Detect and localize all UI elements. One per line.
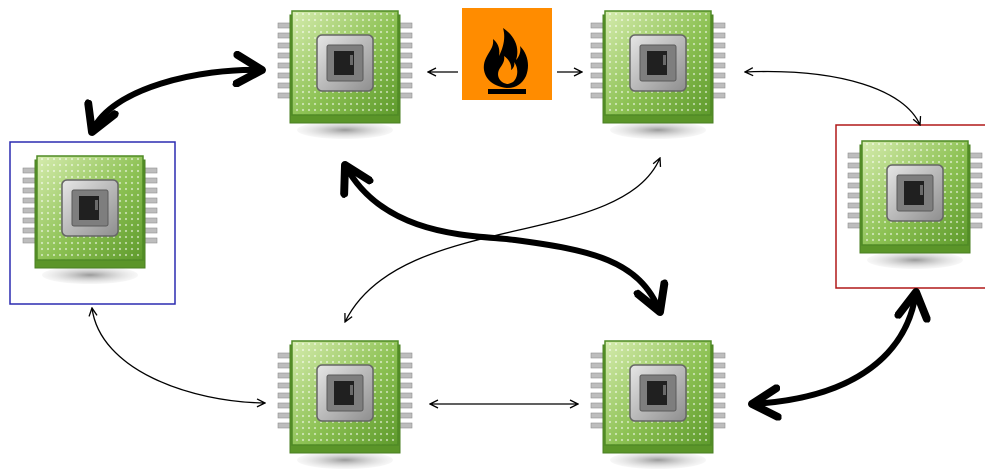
cpu-node-right[interactable] — [847, 140, 983, 270]
link-left-topleft — [92, 70, 262, 132]
link-right-bottomright — [752, 292, 916, 404]
link-left-bottomleft — [92, 308, 265, 403]
cpu-node-bottom-right[interactable] — [590, 340, 726, 470]
flame-icon — [462, 8, 552, 100]
link-topright-right — [745, 72, 920, 125]
cpu-node-bottom-left[interactable] — [277, 340, 413, 470]
blue-highlight-frame — [9, 141, 176, 305]
cpu-node-top-right[interactable] — [590, 10, 726, 140]
cpu-node-top-left[interactable] — [277, 10, 413, 140]
link-topleft-bottomright — [345, 165, 660, 312]
cpu-node-left[interactable] — [22, 155, 158, 285]
